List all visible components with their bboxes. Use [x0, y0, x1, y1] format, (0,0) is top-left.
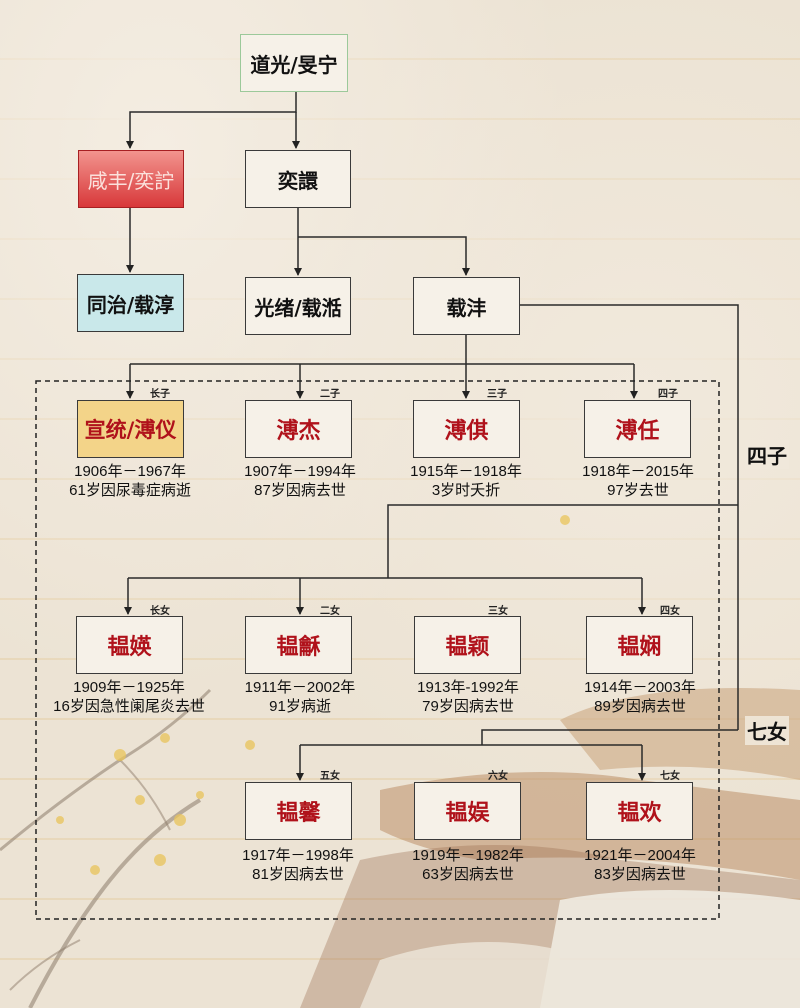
node-xianfeng: 咸丰/奕詝 [78, 150, 184, 208]
tag-dau2: 二女 [320, 606, 340, 617]
node-yunxian: 韫娴 [586, 616, 693, 674]
node-tongzhi: 同治/载淳 [77, 274, 184, 332]
node-yunxin: 韫馨 [245, 782, 352, 840]
node-puqi: 溥倛 [413, 400, 520, 458]
label-seven-daughters: 七女 [745, 716, 789, 745]
label-four-sons: 四子 [745, 440, 789, 469]
tag-dau1: 长女 [150, 606, 170, 617]
tag-son3: 三子 [487, 389, 507, 400]
node-zaifeng: 载沣 [413, 277, 520, 335]
node-yunying: 韫媖 [76, 616, 183, 674]
node-daoguang: 道光/旻宁 [240, 34, 348, 92]
tag-son2: 二子 [320, 389, 340, 400]
node-puyi: 宣统/溥仪 [77, 400, 184, 458]
node-yixuan: 奕譞 [245, 150, 351, 208]
tag-son4: 四子 [658, 389, 678, 400]
node-pujie: 溥杰 [245, 400, 352, 458]
tag-dau3: 三女 [488, 606, 508, 617]
tag-son1: 长子 [150, 389, 170, 400]
tag-dau7: 七女 [660, 771, 680, 782]
tag-dau6: 六女 [488, 771, 508, 782]
node-yunying2: 韫颖 [414, 616, 521, 674]
node-yunyu: 韫娱 [414, 782, 521, 840]
node-guangxu: 光绪/载湉 [245, 277, 351, 335]
node-yunhe: 韫龢 [245, 616, 352, 674]
node-yunhuan: 韫欢 [586, 782, 693, 840]
tag-dau4: 四女 [660, 606, 680, 617]
node-puren: 溥任 [584, 400, 691, 458]
tag-dau5: 五女 [320, 771, 340, 782]
